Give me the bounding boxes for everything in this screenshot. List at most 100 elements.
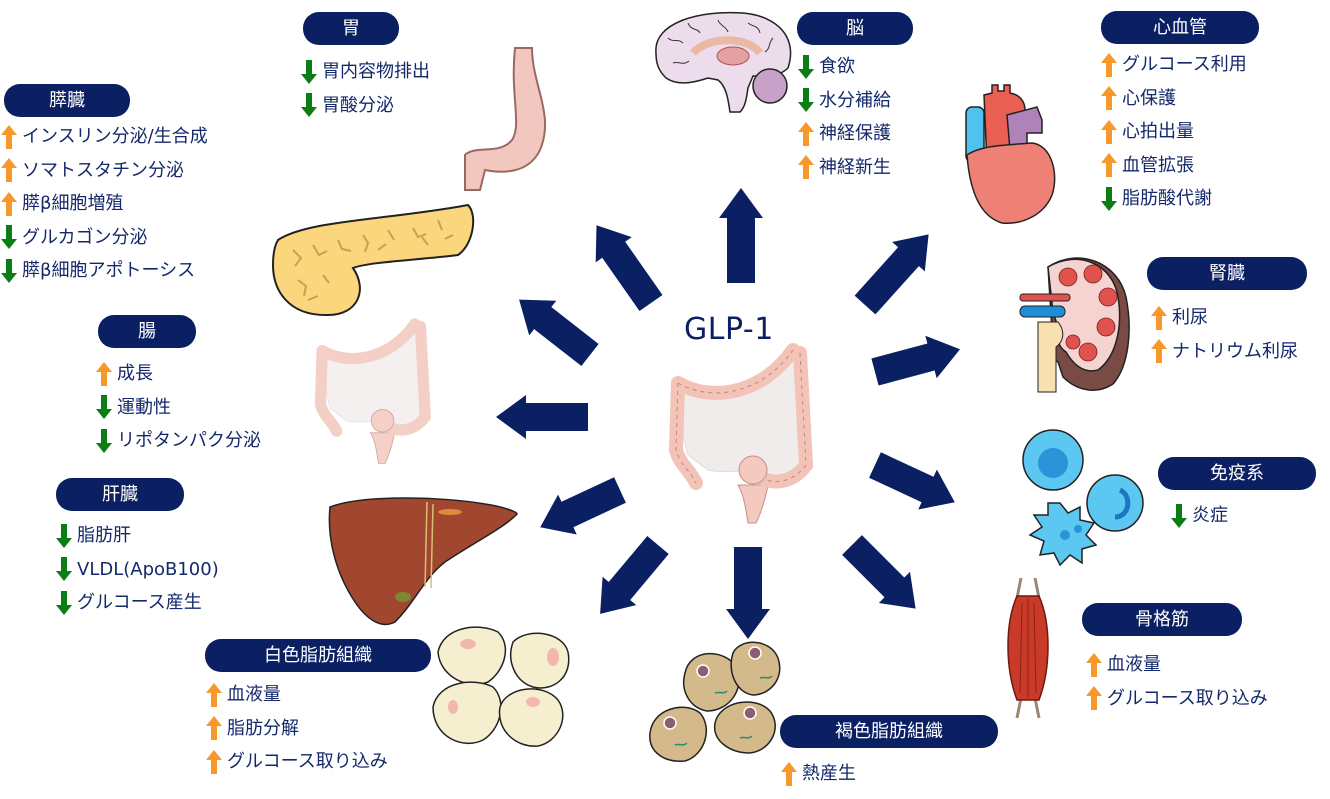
effect-text: 利尿 [1172, 307, 1208, 328]
effect-text: 血管拡張 [1122, 154, 1194, 176]
liver-illustration [328, 497, 518, 626]
effect-list-brown-adipose: 熱産生 [780, 757, 856, 791]
effect-text: グルコース利用 [1122, 54, 1247, 75]
white-adipose-illustration [432, 626, 570, 747]
pancreas-illustration [271, 203, 475, 317]
effect-item: 血液量 [1085, 648, 1268, 682]
organ-label-brain: 脳 [797, 12, 913, 45]
effect-text: 成長 [117, 363, 153, 384]
effect-list-pancreas: インスリン分泌/生合成ソマトスタチン分泌膵β細胞増殖グルカゴン分泌膵β細胞アポト… [0, 120, 208, 288]
effect-list-intestine: 成長運動性リポタンパク分泌 [95, 357, 261, 458]
arrow-to-liver-icon [540, 477, 626, 535]
effect-list-stomach: 胃内容物排出胃酸分泌 [300, 55, 430, 122]
organ-label-pancreas: 膵臓 [4, 84, 130, 117]
increase-arrow-icon [781, 761, 797, 786]
arrow-to-brown-fat-icon [726, 547, 770, 639]
effect-item: VLDL(ApoB100) [55, 553, 219, 587]
increase-arrow-icon [1086, 686, 1102, 711]
intestine-illustration [314, 318, 431, 464]
decrease-arrow-icon [798, 88, 814, 113]
effect-text: ナトリウム利尿 [1172, 340, 1298, 362]
heart-illustration [965, 84, 1056, 224]
effect-item: グルカゴン分泌 [0, 221, 208, 255]
increase-arrow-icon [206, 749, 222, 774]
effect-item: インスリン分泌/生合成 [0, 120, 208, 154]
increase-arrow-icon [1101, 52, 1117, 77]
decrease-arrow-icon [301, 93, 317, 118]
effect-list-cardiovascular: グルコース利用心保護心拍出量血管拡張脂肪酸代謝 [1100, 48, 1247, 216]
effect-text: 膵β細胞増殖 [22, 193, 124, 214]
effect-text: 脂肪分解 [227, 717, 299, 739]
organ-label-immune: 免疫系 [1158, 457, 1316, 490]
effect-item: 神経保護 [797, 117, 891, 151]
effect-list-white-adipose: 血液量脂肪分解グルコース取り込み [205, 678, 388, 779]
effect-item: グルコース取り込み [205, 745, 388, 779]
increase-arrow-icon [1101, 119, 1117, 144]
effect-item: 水分補給 [797, 84, 891, 118]
effect-text: 胃酸分泌 [322, 94, 394, 116]
arrow-to-stomach-icon [595, 225, 663, 311]
increase-arrow-icon [1, 124, 17, 149]
effect-item: 脂肪酸代謝 [1100, 182, 1247, 216]
arrow-to-white-fat-icon [600, 536, 669, 614]
organ-label-cardiovascular: 心血管 [1101, 11, 1259, 44]
increase-arrow-icon [1086, 652, 1102, 677]
skeletal-muscle-illustration [1007, 577, 1049, 719]
effect-text: 神経新生 [819, 156, 891, 178]
effect-text: グルカゴン分泌 [22, 226, 148, 248]
decrease-arrow-icon [56, 590, 72, 615]
effect-item: 血液量 [205, 678, 388, 712]
increase-arrow-icon [1, 158, 17, 183]
effect-text: 心拍出量 [1122, 121, 1194, 142]
arrow-to-intestine-icon [496, 395, 588, 439]
effect-list-brain: 食欲水分補給神経保護神経新生 [797, 50, 891, 184]
increase-arrow-icon [206, 716, 222, 741]
effect-text: 水分補給 [819, 89, 891, 111]
effect-text: 運動性 [117, 396, 171, 418]
increase-arrow-icon [1101, 153, 1117, 178]
effect-text: ソマトスタチン分泌 [22, 159, 184, 181]
effect-text: 胃内容物排出 [322, 61, 430, 82]
increase-arrow-icon [1, 191, 17, 216]
effect-text: VLDL(ApoB100) [77, 558, 219, 580]
increase-arrow-icon [1151, 305, 1167, 330]
arrow-to-kidney-icon [871, 335, 960, 386]
effect-item: グルコース取り込み [1085, 682, 1268, 716]
effect-item: 利尿 [1150, 301, 1298, 335]
effect-item: グルコース利用 [1100, 48, 1247, 82]
effect-item: 運動性 [95, 391, 261, 425]
effect-list-kidney: 利尿ナトリウム利尿 [1150, 301, 1298, 368]
brown-adipose-illustration [649, 641, 781, 762]
effect-item: ナトリウム利尿 [1150, 335, 1298, 369]
effect-item: 胃酸分泌 [300, 89, 430, 123]
effect-item: 食欲 [797, 50, 891, 84]
immune-cells-illustration [1022, 429, 1144, 567]
effect-item: 神経新生 [797, 151, 891, 185]
effect-text: グルコース取り込み [1107, 687, 1268, 709]
organ-label-kidney: 腎臓 [1147, 257, 1307, 290]
decrease-arrow-icon [56, 557, 72, 582]
kidney-illustration [1019, 257, 1130, 393]
organ-label-skeletal-muscle: 骨格筋 [1082, 603, 1242, 636]
effect-list-immune: 炎症 [1170, 499, 1228, 533]
center-title-glp1: GLP-1 [684, 312, 774, 347]
effect-text: インスリン分泌/生合成 [22, 126, 208, 147]
effect-item: 脂肪分解 [205, 712, 388, 746]
effect-text: 神経保護 [819, 123, 891, 144]
effect-item: グルコース産生 [55, 586, 219, 620]
arrow-to-pancreas-icon [519, 299, 599, 366]
organ-label-intestine: 腸 [98, 315, 196, 348]
decrease-arrow-icon [1171, 503, 1187, 528]
brain-illustration [655, 11, 792, 113]
decrease-arrow-icon [56, 523, 72, 548]
effect-text: グルコース産生 [77, 592, 202, 613]
effect-item: 熱産生 [780, 757, 856, 791]
organ-label-liver: 肝臓 [56, 478, 184, 511]
increase-arrow-icon [798, 121, 814, 146]
effect-text: 膵β細胞アポトーシス [22, 260, 196, 281]
decrease-arrow-icon [1, 258, 17, 283]
effect-text: 脂肪肝 [77, 525, 131, 546]
arrow-to-heart-icon [854, 234, 929, 315]
effect-item: 炎症 [1170, 499, 1228, 533]
